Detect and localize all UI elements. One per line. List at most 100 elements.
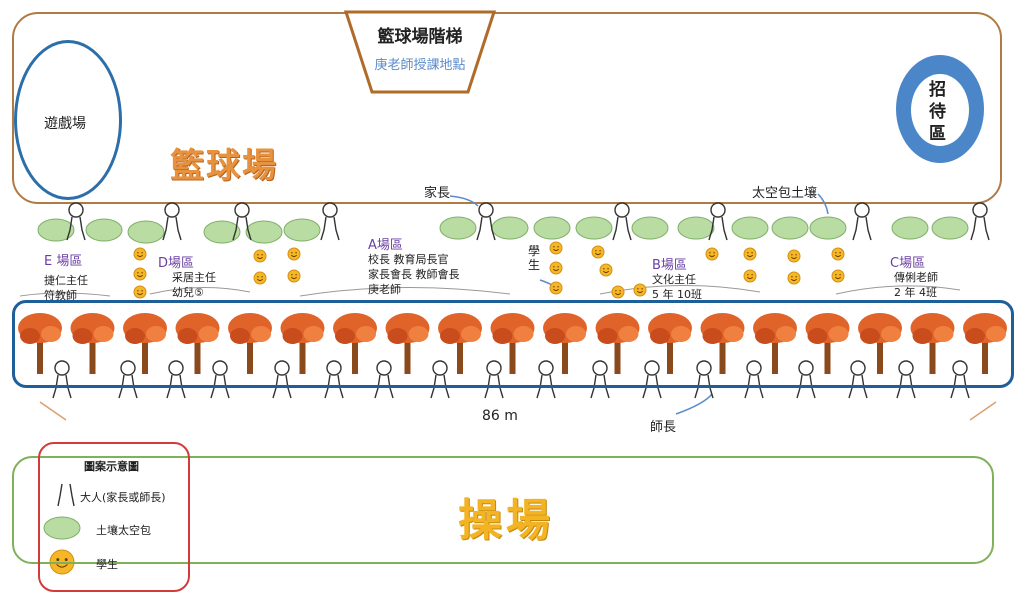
tree-icon — [175, 313, 220, 374]
zone-b-text: 文化主任 5 年 10班 — [652, 272, 702, 302]
reception-char-2: 待 — [929, 102, 946, 122]
student-smiley-icon — [287, 269, 301, 283]
reception-char-1: 招 — [929, 80, 946, 100]
soil-bag-callout: 太空包土壤 — [752, 186, 818, 201]
court-stairs-shape — [343, 10, 497, 94]
student-smiley-icon — [787, 249, 801, 263]
zone-e-arc — [19, 292, 111, 297]
student-smiley-icon — [133, 247, 147, 261]
reception-inner — [911, 74, 969, 146]
adult-figure-icon — [848, 360, 868, 399]
zone-d-line-2: 幼兒⑤ — [172, 286, 204, 299]
zone-a-line-1: 校長 教育局長官 — [368, 253, 449, 266]
adult-figure-icon — [162, 202, 182, 241]
adult-figure-icon — [590, 360, 610, 399]
zone-a-arc — [299, 286, 511, 297]
adult-figure-icon — [796, 360, 816, 399]
basketball-court-area — [12, 12, 1002, 204]
diagram-drawing — [18, 193, 1007, 575]
adult-figure-icon — [642, 360, 662, 399]
zone-c-line-2: 2 年 4班 — [894, 286, 937, 299]
adult-figure-icon — [852, 202, 872, 241]
teacher-callout: 師長 — [650, 420, 677, 435]
tree-icon — [858, 313, 902, 374]
sports-field — [12, 456, 994, 564]
adult-figure-icon — [430, 360, 450, 399]
sports-field-label: 操場 — [458, 495, 554, 546]
zone-d-line-1: 采居主任 — [172, 271, 216, 284]
zone-a-line-3: 庚老師 — [368, 283, 401, 296]
adult-figure-icon — [896, 360, 916, 399]
zone-a-title: A場區 — [368, 238, 403, 253]
playground-label: 遊戲場 — [44, 116, 86, 132]
zone-c-title: C場區 — [890, 256, 926, 271]
tree-icon — [910, 313, 955, 374]
student-smiley-icon — [831, 269, 845, 283]
student-smiley-icon — [831, 247, 845, 261]
adult-figure-icon — [320, 202, 340, 241]
zone-c-line-1: 傳俐老師 — [894, 271, 938, 284]
zone-e-title: E 場區 — [44, 254, 83, 269]
zone-e-line-1: 捷仁主任 — [44, 274, 88, 287]
reception-char-3: 區 — [929, 124, 946, 144]
adult-figure-icon — [708, 202, 728, 241]
playground-oval — [14, 40, 122, 200]
leader-arrow — [675, 393, 713, 415]
legend-title: 圖案示意圖 — [84, 460, 139, 473]
soil-bag-icon — [245, 220, 283, 244]
student-smiley-icon — [549, 261, 563, 275]
zone-a-line-2: 家長會長 教師會長 — [368, 268, 460, 281]
tree-icon — [753, 313, 797, 374]
tree-icon — [18, 313, 62, 374]
soil-bag-icon — [891, 216, 929, 240]
student-smiley-icon — [133, 267, 147, 281]
zone-b-line-1: 文化主任 — [652, 273, 696, 286]
adult-figure-icon — [66, 202, 86, 241]
tree-icon — [490, 313, 535, 374]
soil-bag-icon — [631, 216, 669, 240]
stairs-title: 籃球場階梯 — [377, 27, 463, 47]
soil-bag-icon — [809, 216, 847, 240]
right-edge-line — [969, 401, 997, 421]
adult-figure-icon — [118, 360, 138, 399]
adult-figure-icon — [950, 360, 970, 399]
adult-figure-icon — [232, 202, 252, 241]
tree-icon — [280, 313, 325, 374]
adult-figure-icon — [694, 360, 714, 399]
zone-e-text: 捷仁主任 符教師 — [44, 273, 88, 303]
tree-icon — [963, 313, 1007, 374]
tree-icon — [438, 313, 482, 374]
tree-icon — [228, 313, 272, 374]
adult-figure-icon — [744, 360, 764, 399]
student-smiley-icon — [611, 285, 625, 299]
zone-c-text: 傳俐老師 2 年 4班 — [894, 270, 938, 300]
soil-bag-icon — [203, 220, 241, 244]
distance-label: 86 m — [482, 408, 518, 424]
student-smiley-icon — [287, 247, 301, 261]
soil-bag-icon — [439, 216, 477, 240]
soil-bag-icon — [37, 218, 75, 242]
adult-figure-icon — [52, 360, 72, 399]
student-smiley-icon — [591, 245, 605, 259]
adult-figure-icon — [484, 360, 504, 399]
zone-a-text: 校長 教育局長官 家長會長 教師會長 庚老師 — [368, 252, 460, 297]
student-smiley-icon — [133, 285, 147, 299]
legend-bag-icon — [43, 516, 81, 540]
tree-icon — [123, 313, 167, 374]
student-smiley-icon — [549, 241, 563, 255]
adult-figure-icon — [210, 360, 230, 399]
zone-d-arc — [149, 286, 251, 295]
parent-arrow — [449, 195, 479, 207]
zone-d-title: D場區 — [158, 256, 195, 271]
adult-figure-icon — [476, 202, 496, 241]
adult-figure-icon — [536, 360, 556, 399]
soil-bag-icon — [533, 216, 571, 240]
legend-student-label: 學生 — [96, 558, 118, 571]
tree-icon — [70, 313, 115, 374]
left-edge-line — [39, 401, 67, 421]
soil-bag-icon — [491, 216, 529, 240]
tree-row-frame — [12, 300, 1014, 388]
tree-icon — [648, 313, 692, 374]
parent-callout: 家長 — [424, 186, 451, 201]
adult-figure-icon — [612, 202, 632, 241]
